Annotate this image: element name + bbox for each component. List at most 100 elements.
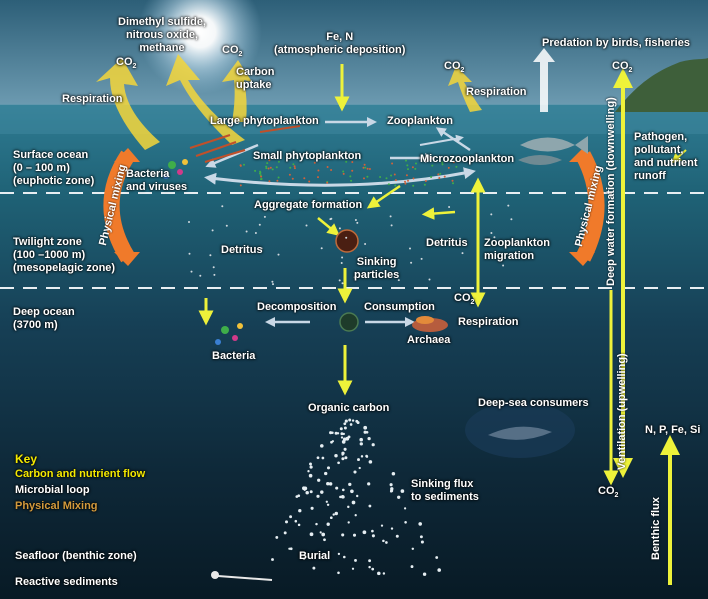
phytoplankton-particle — [293, 167, 296, 170]
phytoplankton-particle — [288, 173, 291, 176]
sinking-flux-particle — [343, 447, 347, 451]
sinking-flux-particle — [347, 505, 350, 509]
phytoplankton-particle — [452, 182, 454, 185]
aggregate-arrow-a — [317, 217, 340, 236]
respiration-flux-arrow — [96, 58, 160, 150]
detritus-particle — [209, 254, 212, 257]
phytoplankton-particle — [368, 168, 371, 170]
sinking-flux-particle — [326, 466, 331, 470]
phytoplankton-particle — [342, 172, 345, 175]
sinking-flux-particle — [343, 422, 347, 426]
phytoplankton-particle — [350, 179, 353, 182]
detritus-particle — [353, 276, 356, 279]
phytoplankton-particle — [268, 159, 271, 162]
sinking-flux-particle — [320, 490, 324, 494]
co2-deep-label: CO2 — [454, 292, 475, 306]
sinking-flux-particle — [351, 419, 355, 422]
carbon-uptake-label: Carbon uptake — [236, 66, 275, 91]
phytoplankton-particle — [259, 171, 262, 174]
detritus-particle — [439, 243, 442, 246]
sinking-flux-particle — [390, 527, 394, 530]
detritus-particle — [493, 236, 496, 239]
phytoplankton-particle — [269, 166, 272, 169]
sinking-flux-particle — [356, 494, 359, 498]
sinking-flux-particle — [404, 521, 407, 524]
phytoplankton-particle — [351, 161, 354, 163]
sinking-flux-particle — [351, 567, 355, 570]
sinking-flux-particle — [332, 513, 335, 516]
key-title: Key — [15, 452, 38, 466]
sinking-flux-particle — [297, 494, 301, 498]
detritus-particle — [338, 227, 341, 230]
sinking-flux-particle — [337, 571, 340, 575]
detritus-particle — [354, 219, 357, 221]
sinking-flux-particle — [309, 532, 314, 537]
sinking-flux-particle — [400, 489, 405, 493]
sinking-flux-particle — [371, 443, 375, 447]
aggregate-arrow-b — [366, 184, 401, 209]
phytoplankton-particle — [407, 179, 409, 182]
sinking-flux-particle — [368, 460, 373, 464]
zone-surface-label: Surface ocean (0 – 100 m) (euphotic zone… — [13, 149, 95, 187]
sinking-flux-particle — [348, 418, 352, 422]
phytoplankton-particle — [404, 182, 407, 185]
phytoplankton-particle — [379, 176, 382, 178]
phytoplankton-particle — [291, 177, 294, 180]
sinking-flux-particle — [435, 556, 439, 559]
phytoplankton-particle — [431, 164, 434, 167]
detritus-particle — [245, 230, 248, 233]
phytoplankton-particle — [405, 159, 407, 162]
detritus-particle — [364, 243, 367, 245]
detritus-particle — [341, 282, 344, 285]
bacteria-label: Bacteria — [212, 350, 256, 362]
co2-left-label: CO2 — [116, 56, 137, 70]
sinking-flux-particle — [377, 571, 381, 576]
sinking-flux-particle — [315, 522, 318, 526]
mixing-head-left-top — [114, 148, 140, 162]
detritus-particle — [428, 278, 431, 281]
phytoplankton-particle — [254, 169, 257, 172]
detritus-particle — [213, 273, 216, 276]
bacteria-viruses-label: Bacteria and viruses — [126, 168, 188, 193]
sinking-flux-particle — [335, 486, 339, 490]
phytoplankton-particle — [292, 163, 295, 166]
phytoplankton-particle — [437, 173, 440, 176]
phytoplankton-particle — [423, 183, 426, 186]
phytoplankton-particle — [275, 166, 278, 169]
sinking-flux-particle — [347, 521, 350, 524]
detritus-particle — [190, 270, 193, 273]
sinking-flux-particle — [344, 419, 348, 423]
phyto-to-bacteria-arrow — [205, 143, 259, 168]
phytoplankton-particle — [276, 179, 279, 182]
predation-label: Predation by birds, fisheries — [542, 37, 690, 49]
nutrients-label: N, P, Fe, Si — [645, 424, 701, 436]
phytoplankton-particle — [313, 161, 316, 164]
sinking-flux-particle — [275, 535, 279, 539]
detritus-particle — [212, 266, 215, 269]
sinking-flux-particle — [343, 555, 346, 559]
seafloor-label: Seafloor (benthic zone) — [15, 550, 137, 562]
phytoplankton-particle — [458, 159, 461, 162]
sinking-flux-particle — [341, 488, 345, 492]
sinking-flux-particle — [359, 442, 363, 446]
sinking-flux-particle — [302, 486, 306, 491]
sinking-flux-particle — [305, 490, 309, 495]
detritus-particle — [188, 221, 190, 223]
sinking-flux-particle — [367, 436, 371, 441]
sinking-flux-particle — [371, 567, 375, 571]
sinking-flux-particle — [437, 568, 441, 572]
detritus-left-label: Detritus — [221, 244, 263, 256]
microzoo-label: Microzooplankton — [420, 153, 515, 165]
phytoplankton-particle — [405, 174, 408, 177]
sinking-flux-particle — [344, 456, 348, 460]
phytoplankton-particle — [330, 169, 333, 171]
sinking-flux-particle — [329, 516, 333, 520]
sinking-flux-particle — [351, 500, 356, 505]
aggregate-arrow-c — [421, 207, 456, 220]
detritus-particle — [345, 236, 348, 239]
zooplankton-label: Zooplankton — [387, 115, 453, 127]
phytoplankton-particle — [326, 166, 329, 168]
phytoplankton-particle — [243, 163, 245, 166]
sinking-flux-particle — [352, 533, 357, 537]
